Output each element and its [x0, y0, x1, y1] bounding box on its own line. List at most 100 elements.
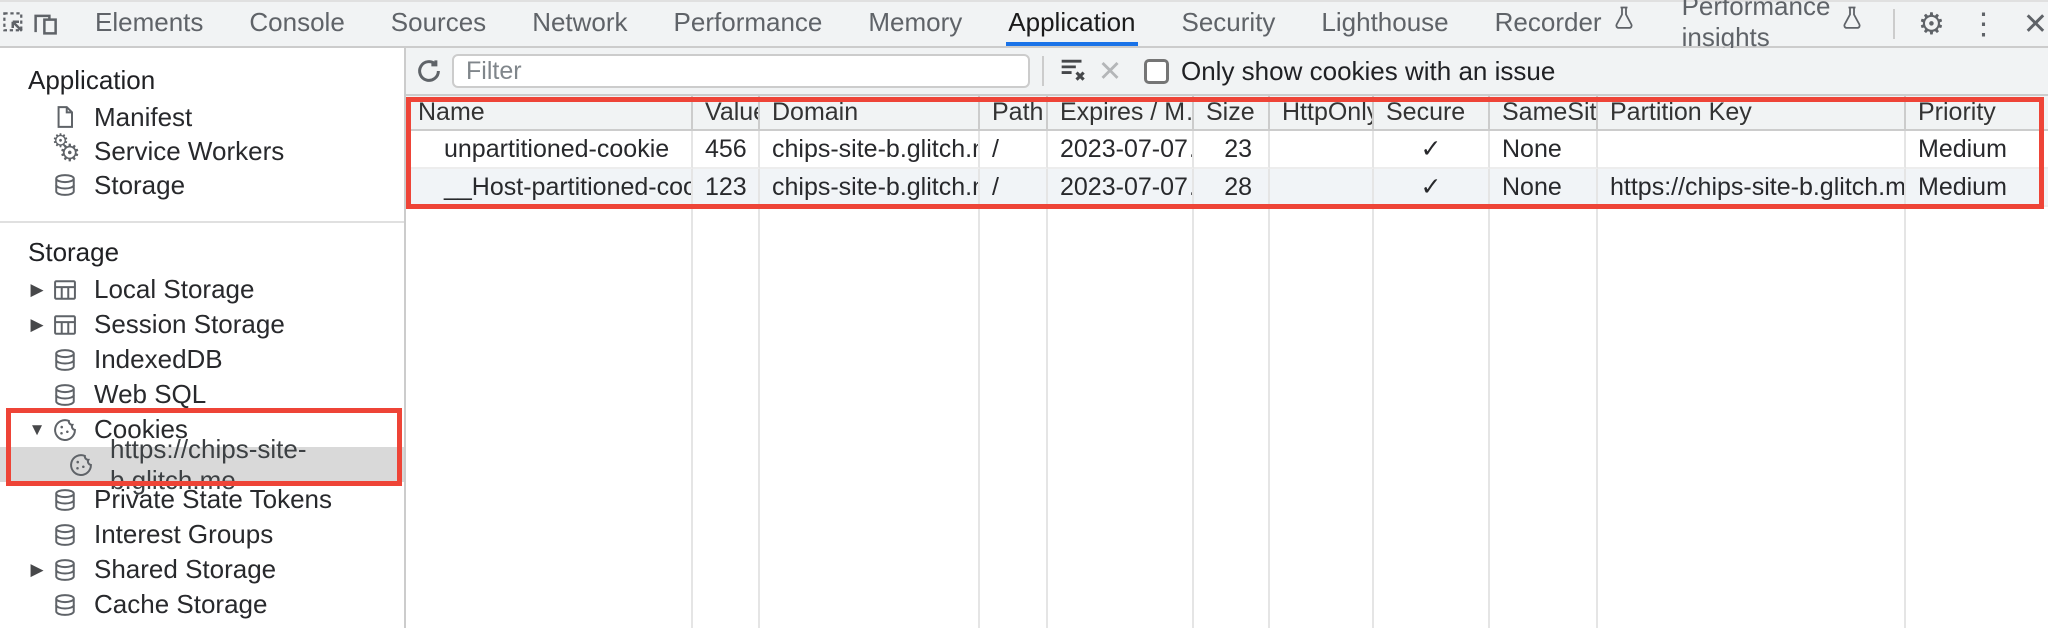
cell-priority[interactable]: Medium: [1906, 169, 2048, 207]
tab-lighthouse[interactable]: Lighthouse: [1319, 2, 1450, 46]
tab-recorder[interactable]: Recorder: [1493, 2, 1638, 46]
cell-path[interactable]: /: [980, 169, 1048, 207]
cell-name[interactable]: unpartitioned-cookie: [406, 131, 693, 169]
cell-httponly[interactable]: [1270, 131, 1374, 169]
cell-httponly[interactable]: [1270, 169, 1374, 207]
table-row[interactable]: __Host-partitioned-cookie 123 chips-site…: [406, 169, 2048, 207]
device-toolbar-icon: [34, 14, 57, 35]
cell-size[interactable]: 23: [1194, 131, 1270, 169]
sidebar-item-web-sql[interactable]: Web SQL: [0, 377, 404, 412]
sidebar-item-interest-groups[interactable]: Interest Groups: [0, 517, 404, 552]
cell-partition-key[interactable]: https://chips-site-b.glitch.me: [1598, 169, 1906, 207]
cookie-icon: [50, 415, 80, 445]
sidebar-item-indexeddb[interactable]: IndexedDB: [0, 342, 404, 377]
column-header-size[interactable]: Size: [1194, 96, 1270, 131]
sidebar-item-cookie-origin[interactable]: https://chips-site-b.glitch.me: [0, 434, 404, 495]
cell-secure[interactable]: ✓: [1374, 131, 1490, 169]
close-icon[interactable]: ✕: [2022, 7, 2048, 41]
inspect-element-button[interactable]: [0, 2, 30, 46]
tab-network[interactable]: Network: [530, 2, 629, 46]
database-icon: [50, 170, 80, 200]
expand-arrow-icon[interactable]: ▶: [30, 559, 44, 579]
expand-arrow-icon[interactable]: ▶: [30, 314, 44, 334]
sidebar-item-label: Manifest: [94, 101, 193, 132]
sidebar-item-shared-storage[interactable]: ▶ Shared Storage: [0, 552, 404, 587]
tab-performance[interactable]: Performance: [672, 2, 825, 46]
flask-icon: [1612, 5, 1636, 40]
tab-label: Console: [249, 6, 345, 37]
sidebar-item-label: Private State Tokens: [94, 484, 332, 514]
database-icon: [50, 590, 80, 620]
column-header-expires[interactable]: Expires / M…: [1048, 96, 1194, 131]
database-icon: [50, 380, 80, 410]
tab-label: Network: [532, 6, 628, 37]
refresh-icon: [418, 60, 440, 82]
sidebar-item-local-storage[interactable]: ▶ Local Storage: [0, 272, 404, 307]
tab-elements[interactable]: Elements: [93, 2, 205, 46]
cell-expires[interactable]: 2023-07-07…: [1048, 169, 1194, 207]
refresh-button[interactable]: [406, 56, 452, 86]
application-sidebar: Application Manifest ⚙⚙ Service Workers …: [0, 48, 406, 628]
collapse-arrow-icon[interactable]: ▼: [28, 419, 46, 439]
sidebar-item-service-workers[interactable]: ⚙⚙ Service Workers: [0, 131, 404, 168]
sidebar-item-session-storage[interactable]: ▶ Session Storage: [0, 307, 404, 342]
cell-priority[interactable]: Medium: [1906, 131, 2048, 169]
column-header-domain[interactable]: Domain: [760, 96, 980, 131]
sidebar-item-cookies[interactable]: ▼ Cookies: [0, 412, 404, 447]
cell-path[interactable]: /: [980, 131, 1048, 169]
cell-value[interactable]: 123: [693, 169, 760, 207]
column-header-httponly[interactable]: HttpOnly: [1270, 96, 1374, 131]
tab-performance-insights[interactable]: Performance insights: [1680, 0, 1867, 52]
cell-name[interactable]: __Host-partitioned-cookie: [406, 169, 693, 207]
tab-label: Lighthouse: [1321, 6, 1449, 37]
tab-security[interactable]: Security: [1180, 2, 1278, 46]
cookie-table-header: Name Value Domain Path Expires / M… Size…: [406, 96, 2048, 131]
sidebar-item-cache-storage[interactable]: Cache Storage: [0, 587, 404, 622]
tab-memory[interactable]: Memory: [866, 2, 964, 46]
device-toolbar-button[interactable]: [30, 2, 60, 46]
settings-gear-icon[interactable]: ⚙: [1917, 7, 1945, 41]
issue-filter-checkbox[interactable]: [1144, 58, 1169, 84]
cookie-icon: [66, 450, 96, 480]
column-header-secure[interactable]: Secure: [1374, 96, 1490, 131]
cell-partition-key[interactable]: [1598, 131, 1906, 169]
cookie-table: Name Value Domain Path Expires / M… Size…: [406, 96, 2048, 628]
column-header-priority[interactable]: Priority: [1906, 96, 2048, 131]
sidebar-item-label: Interest Groups: [94, 519, 274, 549]
delete-selected-icon[interactable]: ✕: [1097, 55, 1123, 88]
tab-sources[interactable]: Sources: [389, 2, 488, 46]
sidebar-item-storage[interactable]: Storage: [0, 168, 404, 202]
cell-secure[interactable]: ✓: [1374, 169, 1490, 207]
cookie-filter-input[interactable]: [452, 54, 1030, 88]
cell-samesite[interactable]: None: [1490, 169, 1598, 207]
clear-all-cookies-button[interactable]: [1056, 52, 1090, 91]
file-icon: [50, 102, 80, 132]
cell-size[interactable]: 28: [1194, 169, 1270, 207]
cell-domain[interactable]: chips-site-b.glitch.me: [760, 131, 980, 169]
database-icon: [50, 485, 80, 515]
cell-samesite[interactable]: None: [1490, 131, 1598, 169]
expand-arrow-icon[interactable]: ▶: [30, 279, 44, 299]
column-header-partition-key[interactable]: Partition Key: [1598, 96, 1906, 131]
cell-expires[interactable]: 2023-07-07…: [1048, 131, 1194, 169]
column-header-path[interactable]: Path: [980, 96, 1048, 131]
column-header-value[interactable]: Value: [693, 96, 760, 131]
kebab-menu-icon[interactable]: ⋮: [1968, 7, 1999, 41]
sidebar-item-private-state-tokens[interactable]: Private State Tokens: [0, 482, 404, 517]
tab-label: Application: [1008, 6, 1136, 37]
tab-console[interactable]: Console: [247, 2, 346, 46]
column-header-samesite[interactable]: SameSite: [1490, 96, 1598, 131]
table-row[interactable]: unpartitioned-cookie 456 chips-site-b.gl…: [406, 131, 2048, 169]
sidebar-item-manifest[interactable]: Manifest: [0, 100, 404, 134]
sidebar-section-divider: [0, 221, 404, 223]
cell-value[interactable]: 456: [693, 131, 760, 169]
table-icon: [50, 275, 80, 305]
tab-application[interactable]: Application: [1006, 2, 1138, 46]
sidebar-item-label: Web SQL: [94, 379, 207, 409]
storage-section: Storage ▶ Local Storage ▶ Session Storag…: [0, 223, 404, 622]
tab-label: Sources: [390, 6, 487, 37]
devtools-tab-bar: Elements Console Sources Network Perform…: [0, 0, 2048, 52]
cell-domain[interactable]: chips-site-b.glitch.me: [760, 169, 980, 207]
column-header-name[interactable]: Name: [406, 96, 693, 131]
